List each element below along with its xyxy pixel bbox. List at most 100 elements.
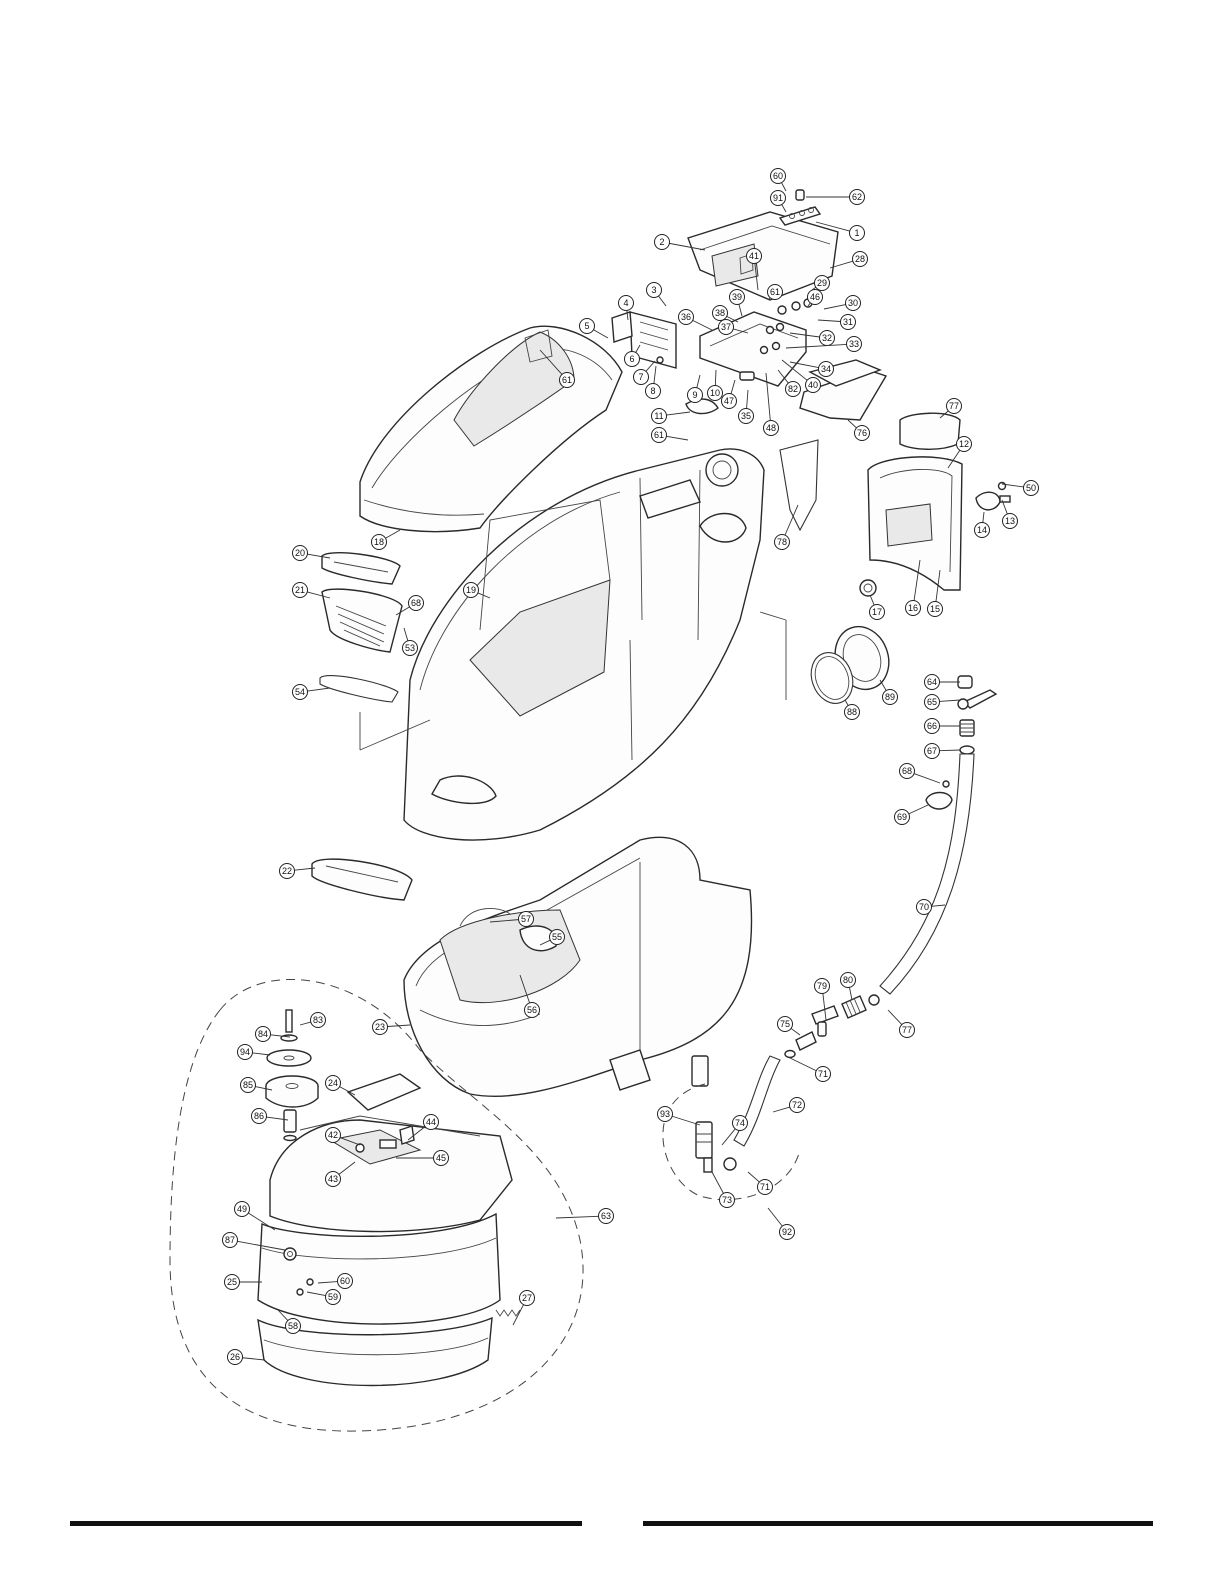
callout-label: 28 bbox=[855, 254, 865, 264]
callout-label: 85 bbox=[243, 1080, 253, 1090]
callout-25: 25 bbox=[225, 1275, 263, 1290]
leader-line bbox=[654, 366, 656, 384]
callout-label: 22 bbox=[282, 866, 292, 876]
knob bbox=[796, 190, 804, 200]
callout-label: 46 bbox=[810, 292, 820, 302]
callout-label: 61 bbox=[562, 375, 572, 385]
leader-line bbox=[659, 296, 667, 306]
callout-35: 35 bbox=[739, 390, 754, 424]
footer-rule-left bbox=[70, 1521, 582, 1526]
callout-label: 94 bbox=[240, 1047, 250, 1057]
callout-label: 73 bbox=[722, 1195, 732, 1205]
callout-label: 7 bbox=[638, 372, 643, 382]
callout-75: 75 bbox=[778, 1017, 801, 1036]
callout-68: 68 bbox=[900, 764, 941, 784]
callout-label: 15 bbox=[930, 604, 940, 614]
grommet bbox=[860, 580, 876, 596]
callout-label: 41 bbox=[749, 251, 759, 261]
callout-label: 11 bbox=[654, 411, 663, 421]
valve-assembly bbox=[696, 1122, 736, 1172]
callout-label: 77 bbox=[902, 1025, 912, 1035]
side-panel bbox=[780, 440, 818, 530]
callout-label: 61 bbox=[654, 430, 664, 440]
callout-label: 88 bbox=[847, 707, 857, 717]
deck-spring bbox=[496, 1310, 520, 1316]
callout-9: 9 bbox=[688, 375, 703, 403]
leader-line bbox=[914, 774, 940, 783]
footer-rule-right bbox=[643, 1521, 1153, 1526]
callout-label: 1 bbox=[854, 228, 859, 238]
leader-line bbox=[909, 805, 928, 814]
leader-line bbox=[791, 1028, 800, 1035]
front-grip bbox=[312, 859, 412, 900]
callout-71: 71 bbox=[748, 1172, 773, 1195]
callout-label: 12 bbox=[959, 439, 969, 449]
callout-label: 32 bbox=[822, 333, 832, 343]
leader-line bbox=[888, 1010, 902, 1025]
leader-line bbox=[747, 390, 748, 409]
elbow-fitting bbox=[785, 1032, 816, 1058]
supply-hose bbox=[734, 1056, 780, 1146]
callout-61: 61 bbox=[652, 428, 689, 443]
callout-label: 65 bbox=[927, 697, 937, 707]
leader-line bbox=[300, 1022, 311, 1025]
callout-label: 60 bbox=[773, 171, 783, 181]
callout-89: 89 bbox=[880, 680, 898, 705]
callout-label: 92 bbox=[782, 1227, 792, 1237]
callout-3: 3 bbox=[647, 283, 667, 307]
leader-line bbox=[939, 700, 960, 701]
callout-label: 13 bbox=[1005, 516, 1015, 526]
callout-23: 23 bbox=[373, 1020, 411, 1035]
callout-27: 27 bbox=[513, 1291, 535, 1326]
callout-label: 64 bbox=[927, 677, 937, 687]
callout-label: 91 bbox=[773, 193, 783, 203]
callout-label: 27 bbox=[522, 1293, 532, 1303]
callout-label: 59 bbox=[328, 1292, 338, 1302]
callout-label: 58 bbox=[288, 1321, 298, 1331]
callout-61: 61 bbox=[768, 285, 783, 301]
callout-label: 83 bbox=[313, 1015, 323, 1025]
callout-65: 65 bbox=[925, 695, 961, 710]
spring-fitting bbox=[842, 995, 879, 1018]
leader-line bbox=[849, 987, 852, 1000]
callout-label: 35 bbox=[741, 411, 751, 421]
callout-label: 2 bbox=[659, 237, 664, 247]
leader-line bbox=[782, 205, 786, 212]
callout-label: 69 bbox=[897, 812, 907, 822]
callout-71: 71 bbox=[790, 1058, 831, 1082]
callout-8: 8 bbox=[646, 366, 661, 399]
leader-line bbox=[739, 304, 742, 316]
callout-label: 61 bbox=[770, 287, 780, 297]
callout-label: 60 bbox=[340, 1276, 350, 1286]
callout-36: 36 bbox=[679, 310, 713, 331]
callout-49: 49 bbox=[235, 1202, 276, 1231]
callout-53: 53 bbox=[403, 628, 418, 656]
pad-cushion bbox=[900, 413, 960, 449]
pulley-stack bbox=[266, 1010, 318, 1141]
leader-line bbox=[252, 1053, 270, 1055]
callout-label: 29 bbox=[817, 278, 827, 288]
callout-label: 76 bbox=[857, 428, 867, 438]
callout-label: 80 bbox=[843, 975, 853, 985]
callout-label: 17 bbox=[872, 607, 882, 617]
hose-clamp-small bbox=[976, 483, 1010, 510]
callout-label: 39 bbox=[732, 292, 742, 302]
callout-label: 45 bbox=[436, 1153, 446, 1163]
callout-label: 71 bbox=[818, 1069, 828, 1079]
handle-gasket bbox=[320, 676, 398, 702]
callout-label: 43 bbox=[328, 1174, 338, 1184]
callout-label: 40 bbox=[808, 380, 818, 390]
callout-54: 54 bbox=[293, 685, 331, 700]
callout-label: 37 bbox=[721, 322, 731, 332]
callout-label: 6 bbox=[629, 354, 634, 364]
callout-label: 57 bbox=[521, 914, 531, 924]
callout-label: 77 bbox=[949, 401, 959, 411]
switch-bracket bbox=[612, 312, 632, 342]
callout-67: 67 bbox=[925, 744, 961, 759]
motor-housing-bracket bbox=[868, 457, 962, 590]
callout-26: 26 bbox=[228, 1350, 266, 1365]
leader-line bbox=[939, 750, 960, 751]
leader-line bbox=[782, 183, 786, 191]
